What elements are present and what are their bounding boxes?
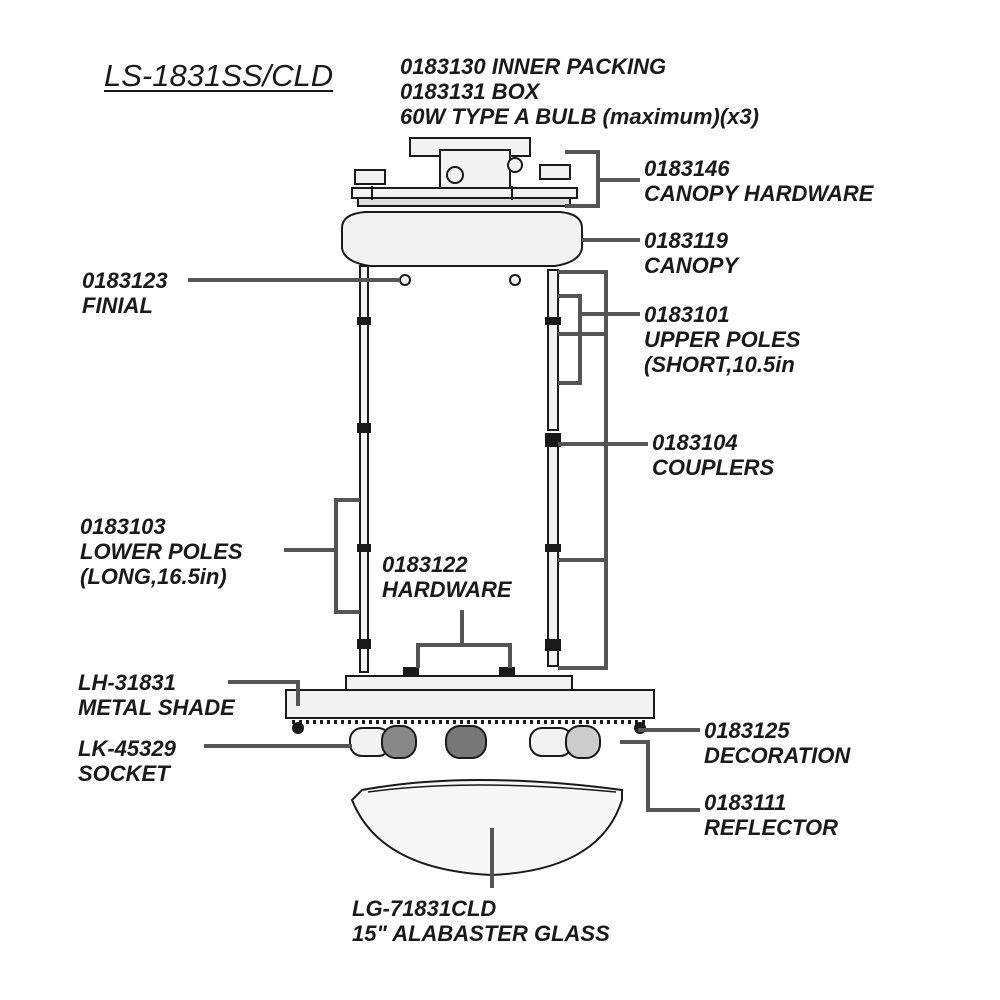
alabaster-glass-drawing <box>350 779 623 877</box>
part-detail: (SHORT,10.5in <box>644 352 795 377</box>
left-pole-assembly <box>357 265 371 673</box>
socket-drawing <box>292 722 646 759</box>
part-name: LOWER POLES <box>80 539 243 564</box>
leader-lines <box>188 150 700 888</box>
label-reflector: 0183111 REFLECTOR <box>704 790 838 840</box>
part-number: 0183103 <box>80 514 166 539</box>
part-name: UPPER POLES <box>644 327 801 352</box>
label-canopy: 0183119 CANOPY <box>644 228 738 278</box>
canopy-hardware-drawing <box>351 137 578 207</box>
part-number: LK-45329 <box>78 736 176 761</box>
model-title: LS-1831SS/CLD <box>104 58 334 93</box>
part-number: 0183125 <box>704 718 790 743</box>
hardware-nuts <box>403 667 515 677</box>
part-name: CANOPY HARDWARE <box>644 181 874 206</box>
part-number: LH-31831 <box>78 670 176 695</box>
label-upper-poles: 0183101 UPPER POLES (SHORT,10.5in <box>644 302 800 377</box>
part-name: COUPLERS <box>652 455 775 480</box>
part-number: 0183119 <box>644 228 729 253</box>
header-notes: 0183130 INNER PACKING 0183131 BOX 60W TY… <box>400 54 759 129</box>
finial-drawing <box>399 274 521 286</box>
label-decoration: 0183125 DECORATION <box>704 718 850 768</box>
inner-packing-note: 0183130 INNER PACKING <box>400 54 667 79</box>
part-name: 15" ALABASTER GLASS <box>352 921 610 946</box>
part-number: 0183101 <box>644 302 730 327</box>
part-name: REFLECTOR <box>704 815 839 840</box>
part-detail: (LONG,16.5in) <box>80 564 227 589</box>
label-canopy-hardware: 0183146 CANOPY HARDWARE <box>644 156 873 206</box>
part-number: LG-71831CLD <box>352 896 497 921</box>
label-metal-shade: LH-31831 METAL SHADE <box>78 670 235 720</box>
part-number: 0183111 <box>704 790 787 815</box>
part-name: HARDWARE <box>382 577 512 602</box>
bulb-note: 60W TYPE A BULB (maximum)(x3) <box>400 104 759 129</box>
part-name: CANOPY <box>644 253 739 278</box>
label-finial: 0183123 FINIAL <box>82 268 168 318</box>
right-pole-assembly <box>545 269 561 667</box>
part-number: 0183123 <box>82 268 168 293</box>
part-number: 0183122 <box>382 552 468 577</box>
part-name: METAL SHADE <box>78 695 235 720</box>
label-socket: LK-45329 SOCKET <box>78 736 176 786</box>
part-number: 0183146 <box>644 156 730 181</box>
part-name: DECORATION <box>704 743 851 768</box>
metal-shade-drawing <box>285 675 655 724</box>
label-lower-poles: 0183103 LOWER POLES (LONG,16.5in) <box>80 514 243 589</box>
part-number: 0183104 <box>652 430 738 455</box>
label-couplers: 0183104 COUPLERS <box>652 430 774 480</box>
label-hardware: 0183122 HARDWARE <box>382 552 512 602</box>
label-alabaster-glass: LG-71831CLD 15" ALABASTER GLASS <box>352 896 610 946</box>
canopy-drawing <box>341 211 583 267</box>
part-name: SOCKET <box>78 761 170 786</box>
part-name: FINIAL <box>82 293 153 318</box>
box-note: 0183131 BOX <box>400 79 540 104</box>
